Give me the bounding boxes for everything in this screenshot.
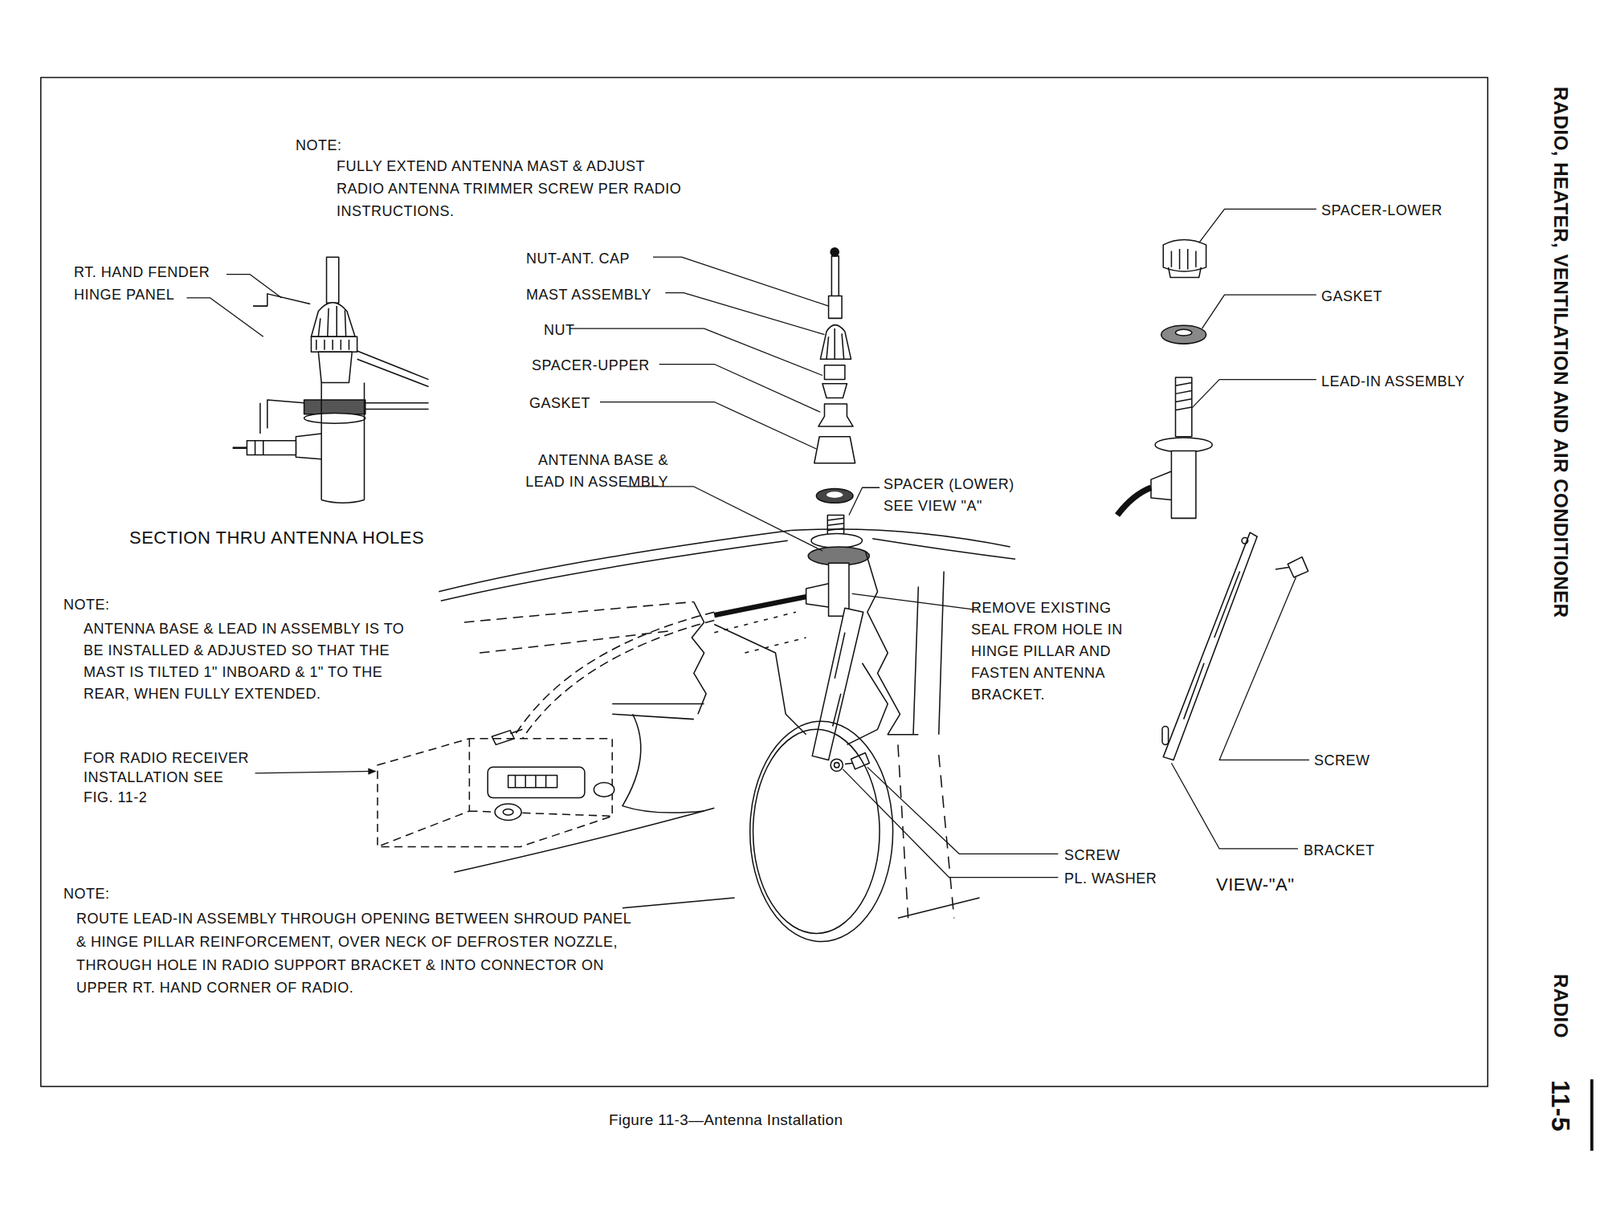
- page-tab-bar: [1590, 1079, 1594, 1152]
- note-text: FULLY EXTEND ANTENNA MAST & ADJUST RADIO…: [336, 155, 690, 224]
- part-label: PL. WASHER: [1064, 868, 1157, 890]
- part-label: NUT: [543, 319, 576, 341]
- radio-receiver: [377, 729, 615, 847]
- part-label: BRACKET: [1303, 840, 1376, 862]
- note-heading: NOTE:: [295, 134, 343, 156]
- part-label: SPACER-LOWER: [1321, 200, 1443, 221]
- part-label: SCREW: [1064, 844, 1121, 866]
- car-body: [438, 529, 1016, 943]
- part-label: MAST ASSEMBLY: [526, 284, 652, 306]
- note-text: ROUTE LEAD-IN ASSEMBLY THROUGH OPENING B…: [76, 907, 639, 1000]
- section-heading: RADIO: [1546, 974, 1575, 1039]
- part-label: GASKET: [529, 392, 591, 414]
- section-heading: RADIO, HEATER, VENTILATION AND AIR CONDI…: [1546, 86, 1575, 619]
- part-label: HINGE PANEL: [73, 284, 175, 306]
- note-heading: NOTE:: [63, 594, 111, 616]
- part-label: SPACER (LOWER) SEE VIEW "A": [883, 473, 1037, 518]
- note-text: ANTENNA BASE & LEAD IN ASSEMBLY IS TO BE…: [83, 618, 405, 706]
- part-label: ANTENNA BASE & LEAD IN ASSEMBLY: [499, 449, 669, 494]
- view-a-parts: [1117, 240, 1309, 761]
- page-number: 11-5: [1542, 1080, 1580, 1132]
- part-label: LEAD-IN ASSEMBLY: [1321, 371, 1466, 392]
- view-title: VIEW-"A": [1216, 872, 1294, 898]
- part-label: SCREW: [1314, 750, 1371, 772]
- part-label: SPACER-UPPER: [531, 355, 650, 376]
- part-label: GASKET: [1321, 285, 1383, 307]
- page-frame: [40, 77, 1488, 1087]
- antenna-parts: [515, 248, 870, 772]
- note-text: REMOVE EXISTING SEAL FROM HOLE IN HINGE …: [971, 597, 1152, 707]
- figure-caption: Figure 11-3—Antenna Installation: [608, 1109, 843, 1132]
- part-label: RT. HAND FENDER: [73, 261, 210, 283]
- section-view: [232, 257, 429, 503]
- note-heading: NOTE:: [63, 883, 111, 905]
- view-title: SECTION THRU ANTENNA HOLES: [129, 525, 425, 552]
- part-label: NUT-ANT. CAP: [526, 248, 630, 270]
- note-text: FOR RADIO RECEIVER INSTALLATION SEE FIG.…: [83, 748, 257, 808]
